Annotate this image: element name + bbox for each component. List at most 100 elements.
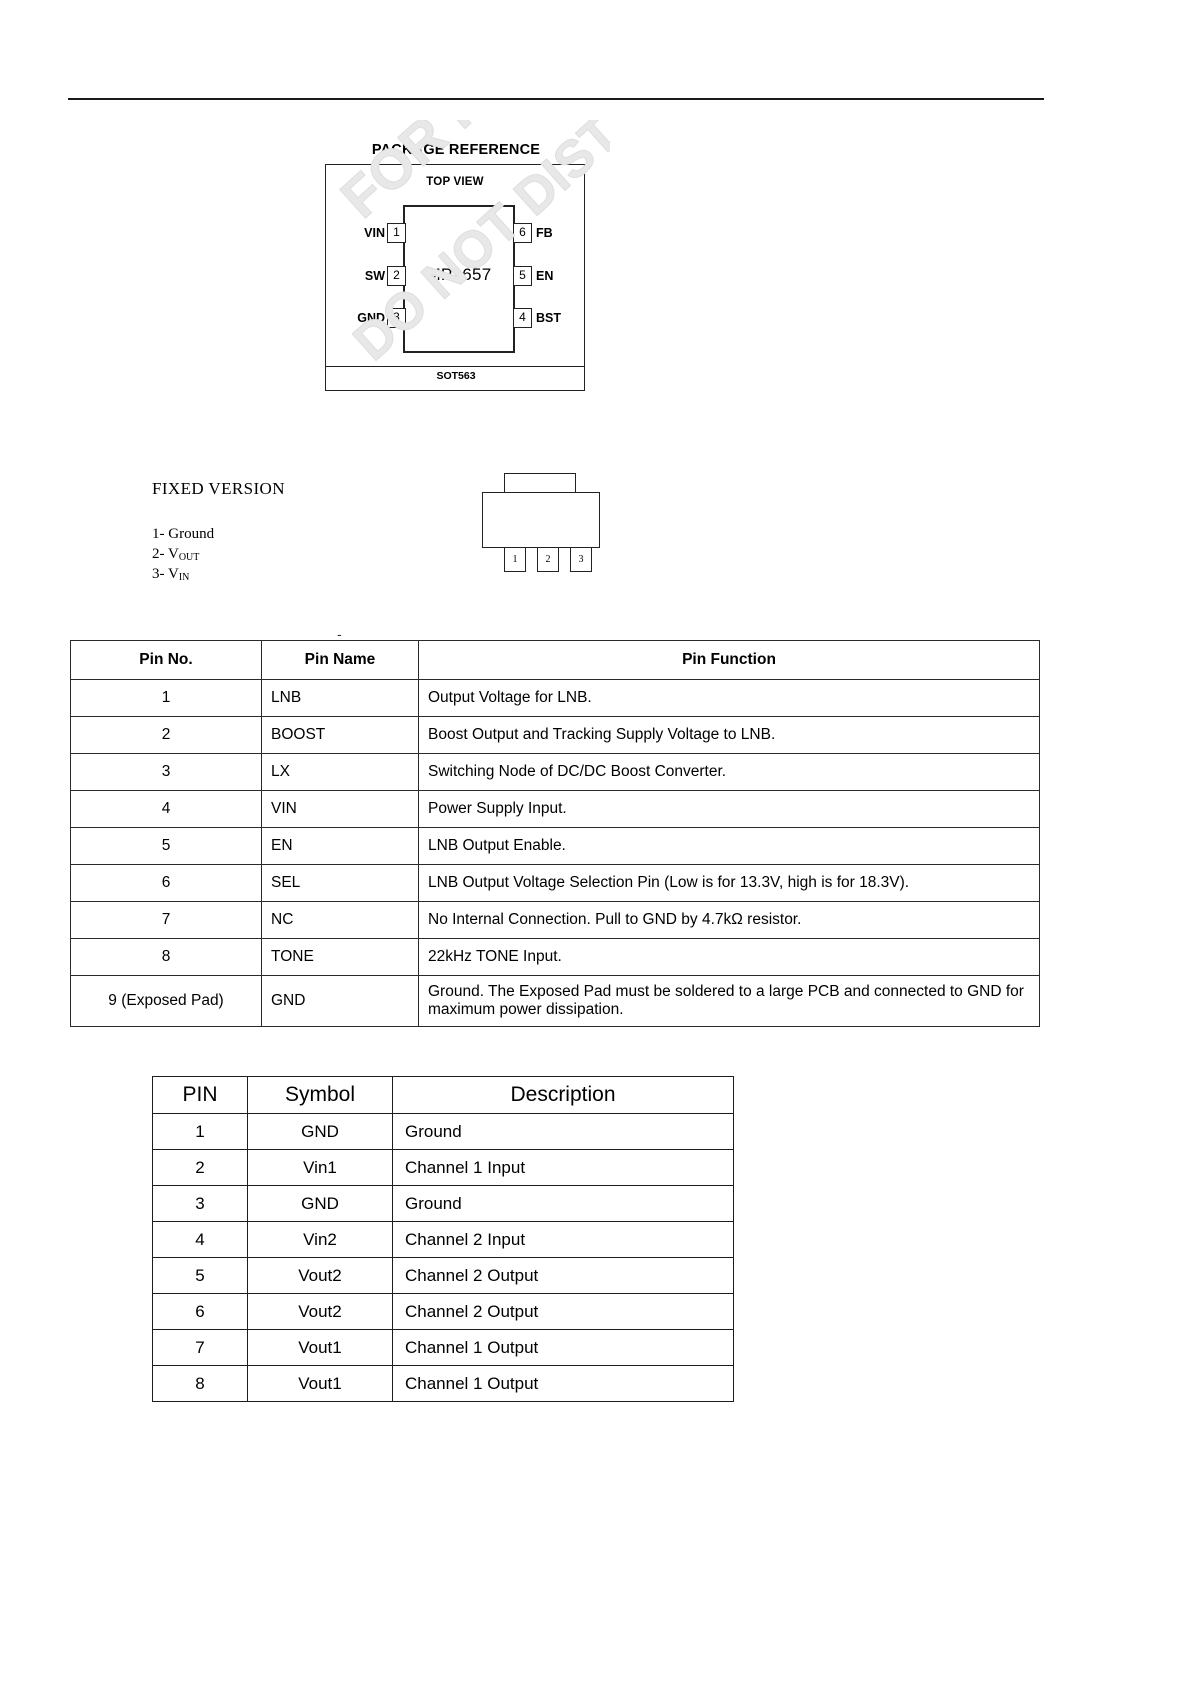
- cell-pin: 1: [152, 1113, 248, 1150]
- header-description: Description: [392, 1076, 734, 1114]
- cell-pin-name: NC: [261, 901, 419, 939]
- package-lead-1: 1: [504, 548, 526, 572]
- cell-pin-name: LNB: [261, 679, 419, 717]
- pin-pad-6: 6: [513, 223, 532, 243]
- package-outline-box: [325, 164, 585, 367]
- table-row: 6 SEL LNB Output Voltage Selection Pin (…: [70, 864, 1040, 902]
- table-row: 3 LX Switching Node of DC/DC Boost Conve…: [70, 753, 1040, 791]
- pin-function-table: Pin No. Pin Name Pin Function 1 LNB Outp…: [70, 640, 1040, 1027]
- package-body: [482, 492, 600, 548]
- cell-pin-name: EN: [261, 827, 419, 865]
- cell-pin-name: TONE: [261, 938, 419, 976]
- cell-pin-name: LX: [261, 753, 419, 791]
- cell-symbol: Vout2: [247, 1257, 393, 1294]
- cell-symbol: GND: [247, 1185, 393, 1222]
- cell-description: Channel 2 Output: [392, 1293, 734, 1330]
- cell-pin: 8: [152, 1365, 248, 1402]
- cell-symbol: Vin2: [247, 1221, 393, 1258]
- pin-description-table: PIN Symbol Description 1 GND Ground 2 Vi…: [152, 1076, 734, 1402]
- pin-label-en: EN: [536, 269, 554, 283]
- chip-body-rectangle: [403, 205, 515, 353]
- pin-label-vin: VIN: [364, 226, 385, 240]
- pin-label-fb: FB: [536, 226, 553, 240]
- fixed-version-pin-1: 1- Ground: [152, 526, 214, 543]
- table-row: 7 Vout1 Channel 1 Output: [152, 1329, 734, 1366]
- cell-pin-function: Output Voltage for LNB.: [418, 679, 1040, 717]
- fixed-version-pin-3: 3- VIN: [152, 566, 189, 583]
- top-view-label: TOP VIEW: [426, 176, 484, 188]
- header-pin-function: Pin Function: [418, 640, 1040, 680]
- pin-pad-5: 5: [513, 266, 532, 286]
- cell-pin: 2: [152, 1149, 248, 1186]
- fixed-version-pin-3-prefix: 3-: [152, 566, 168, 582]
- package-lead-3: 3: [570, 548, 592, 572]
- fixed-version-pin-3-text: V: [167, 566, 179, 582]
- cell-pin: 5: [152, 1257, 248, 1294]
- package-heat-tab: [504, 473, 576, 493]
- header-pin-no: Pin No.: [70, 640, 262, 680]
- fixed-version-pin-2: 2- VOUT: [152, 546, 199, 563]
- cell-pin-no: 4: [70, 790, 262, 828]
- cell-pin-no: 3: [70, 753, 262, 791]
- cell-description: Channel 1 Input: [392, 1149, 734, 1186]
- cell-symbol: Vout1: [247, 1329, 393, 1366]
- fixed-version-pin-2-sub: OUT: [178, 552, 200, 563]
- pin-label-sw: SW: [364, 269, 385, 283]
- table-header-row: Pin No. Pin Name Pin Function: [70, 640, 1040, 680]
- cell-pin-no: 8: [70, 938, 262, 976]
- cell-pin: 3: [152, 1185, 248, 1222]
- header-symbol: Symbol: [247, 1076, 393, 1114]
- cell-pin: 6: [152, 1293, 248, 1330]
- fixed-version-pin-1-text: Ground: [168, 526, 215, 542]
- cell-pin-name: VIN: [261, 790, 419, 828]
- stray-mark: -: [337, 626, 342, 642]
- table-row: 3 GND Ground: [152, 1185, 734, 1222]
- cell-pin-no: 9 (Exposed Pad): [70, 975, 262, 1027]
- fixed-version-figure: FIXED VERSION 1- Ground 2- VOUT 3- VIN 1…: [152, 470, 600, 595]
- cell-description: Channel 1 Output: [392, 1329, 734, 1366]
- pin-pad-3: 3: [387, 308, 406, 328]
- table-header-row: PIN Symbol Description: [152, 1076, 734, 1114]
- table-row: 8 TONE 22kHz TONE Input.: [70, 938, 1040, 976]
- pin-pad-4: 4: [513, 308, 532, 328]
- package-footer-label: SOT563: [436, 370, 476, 382]
- package-reference-title: PACKAGE REFERENCE: [371, 142, 541, 158]
- cell-pin-no: 5: [70, 827, 262, 865]
- package-footer-box: [325, 367, 585, 391]
- cell-pin-function: Power Supply Input.: [418, 790, 1040, 828]
- cell-symbol: Vin1: [247, 1149, 393, 1186]
- table-row: 6 Vout2 Channel 2 Output: [152, 1293, 734, 1330]
- pin-pad-1: 1: [387, 223, 406, 243]
- cell-pin-function: Switching Node of DC/DC Boost Converter.: [418, 753, 1040, 791]
- header-pin: PIN: [152, 1076, 248, 1114]
- cell-pin: 7: [152, 1329, 248, 1366]
- cell-symbol: Vout2: [247, 1293, 393, 1330]
- cell-description: Ground: [392, 1185, 734, 1222]
- fixed-version-title: FIXED VERSION: [152, 479, 285, 498]
- cell-symbol: GND: [247, 1113, 393, 1150]
- table-row: 4 Vin2 Channel 2 Input: [152, 1221, 734, 1258]
- table-row: 1 GND Ground: [152, 1113, 734, 1150]
- cell-pin-function: LNB Output Enable.: [418, 827, 1040, 865]
- chip-part-number: MP1657: [426, 265, 492, 284]
- table-row: 5 EN LNB Output Enable.: [70, 827, 1040, 865]
- cell-pin-no: 7: [70, 901, 262, 939]
- cell-pin-function: Boost Output and Tracking Supply Voltage…: [418, 716, 1040, 754]
- fixed-version-pin-2-prefix: 2-: [152, 546, 168, 562]
- pin-pad-2: 2: [387, 266, 406, 286]
- cell-pin-no: 2: [70, 716, 262, 754]
- cell-pin: 4: [152, 1221, 248, 1258]
- cell-pin-no: 1: [70, 679, 262, 717]
- cell-description: Channel 2 Input: [392, 1221, 734, 1258]
- table-row: 2 BOOST Boost Output and Tracking Supply…: [70, 716, 1040, 754]
- header-pin-name: Pin Name: [261, 640, 419, 680]
- cell-pin-function: No Internal Connection. Pull to GND by 4…: [418, 901, 1040, 939]
- cell-pin-name: GND: [261, 975, 419, 1027]
- cell-pin-function: LNB Output Voltage Selection Pin (Low is…: [418, 864, 1040, 902]
- sot223-package-drawing: 1 2 3: [482, 470, 612, 585]
- fixed-version-pin-1-prefix: 1-: [152, 526, 169, 542]
- table-row: 1 LNB Output Voltage for LNB.: [70, 679, 1040, 717]
- cell-pin-no: 6: [70, 864, 262, 902]
- table-row: 7 NC No Internal Connection. Pull to GND…: [70, 901, 1040, 939]
- table-row: 2 Vin1 Channel 1 Input: [152, 1149, 734, 1186]
